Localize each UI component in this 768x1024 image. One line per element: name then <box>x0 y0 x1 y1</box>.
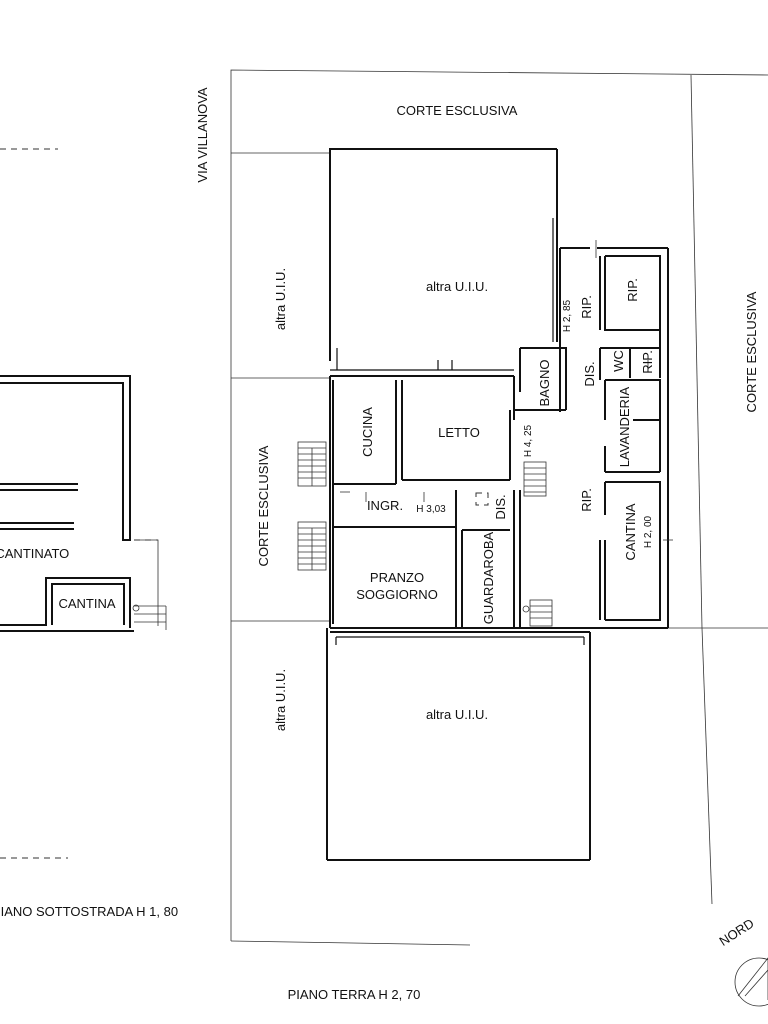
north-arrow <box>734 957 768 1007</box>
wc-label: WC <box>611 350 626 372</box>
corte-esclusiva-right-label: CORTE ESCLUSIVA <box>744 291 759 412</box>
height-label-303: H 3,03 <box>416 504 446 515</box>
altra-uiu-left-upper-label: altra U.I.U. <box>273 268 288 330</box>
rip-label-4: RIP. <box>579 488 594 512</box>
cantina-small-label: CANTINA <box>58 596 115 611</box>
soggiorno-label: SOGGIORNO <box>356 587 438 602</box>
altra-uiu-lower-center-label: altra U.I.U. <box>426 707 488 722</box>
door-marks <box>340 240 673 541</box>
cucina-label: CUCINA <box>360 407 375 457</box>
nord-label: NORD <box>716 916 756 949</box>
height-label-200: H 2, 00 <box>643 515 654 548</box>
letto-label: LETTO <box>438 425 480 440</box>
stairs <box>297 441 553 627</box>
corte-esclusiva-left-label: CORTE ESCLUSIVA <box>256 445 271 566</box>
basement-plan <box>0 148 167 859</box>
altra-uiu-left-lower-label: altra U.I.U. <box>273 669 288 731</box>
scantinato-label: SCANTINATO <box>0 546 69 561</box>
height-label-285: H 2, 85 <box>562 299 573 332</box>
dis-label-1: DIS. <box>582 361 597 386</box>
apartment-walls <box>329 247 669 629</box>
dis-label-2: DIS. <box>493 494 508 519</box>
ingr-label: INGR. <box>367 498 403 513</box>
upper-unit-walls <box>329 148 558 371</box>
height-label-425: H 4, 25 <box>523 424 534 457</box>
piano-terra-label: PIANO TERRA H 2, 70 <box>288 987 421 1002</box>
rip-label-2: RIP. <box>625 278 640 302</box>
via-villanova-label: VIA VILLANOVA <box>195 87 210 182</box>
plot-boundary <box>230 69 768 946</box>
cantina-main-label: CANTINA <box>623 503 638 560</box>
lower-unit-walls <box>326 628 591 861</box>
altra-uiu-upper-center-label: altra U.I.U. <box>426 279 488 294</box>
lavanderia-label: LAVANDERIA <box>617 386 632 467</box>
bagno-label: BAGNO <box>537 360 552 407</box>
rip-label-1: RIP. <box>579 295 594 319</box>
guardaroba-label: GUARDAROBA <box>481 531 496 624</box>
piano-sottostrada-label: PIANO SOTTOSTRADA H 1, 80 <box>0 904 178 919</box>
rip-label-3: RIP. <box>640 350 655 374</box>
pranzo-label: PRANZO <box>370 570 424 585</box>
corte-esclusiva-top-label: CORTE ESCLUSIVA <box>397 103 518 118</box>
